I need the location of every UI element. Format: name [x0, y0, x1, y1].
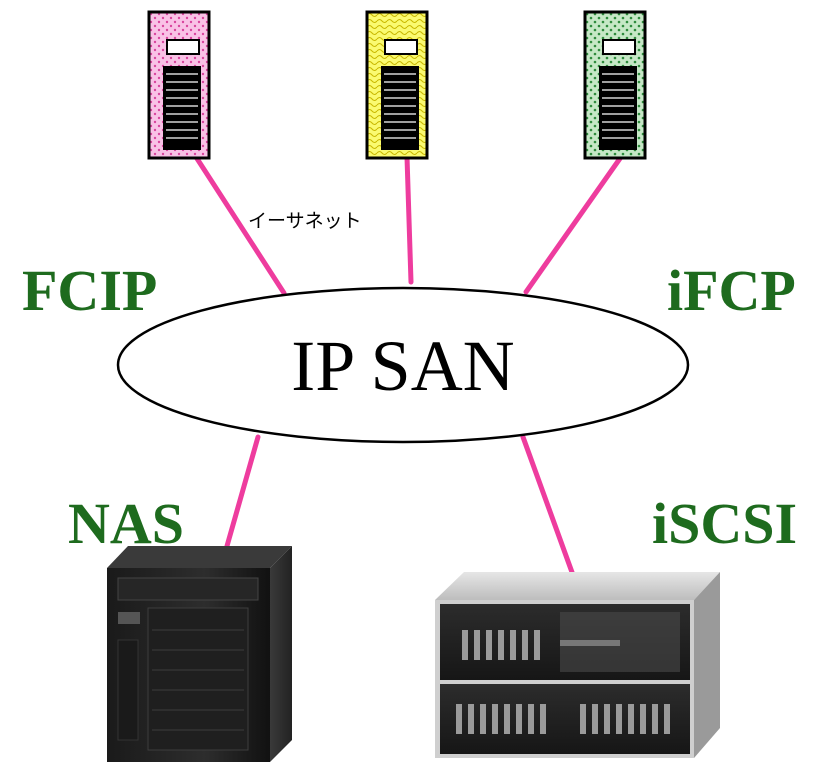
- ethernet-label: イーサネット: [248, 210, 362, 232]
- network-links: [193, 154, 624, 578]
- link-pink-server: [193, 154, 287, 296]
- ip-san-label: IP SAN: [291, 326, 515, 406]
- server-yellow-icon: [365, 10, 429, 160]
- ip-san-ellipse: [116, 286, 690, 444]
- link-iscsi: [520, 434, 576, 578]
- nas-tower-icon: [107, 546, 292, 762]
- protocol-label-iscsi: iSCSI: [652, 491, 798, 556]
- server-green-icon: [583, 10, 647, 160]
- protocol-label-ifcp: iFCP: [667, 258, 796, 323]
- server-pink-icon: [147, 10, 211, 160]
- link-yellow-server: [404, 154, 414, 285]
- link-nas: [224, 434, 261, 549]
- protocol-label-fcip: FCIP: [22, 258, 158, 323]
- protocol-label-nas: NAS: [68, 491, 185, 556]
- iscsi-storage-icon: [435, 572, 720, 758]
- link-green-server: [523, 154, 624, 295]
